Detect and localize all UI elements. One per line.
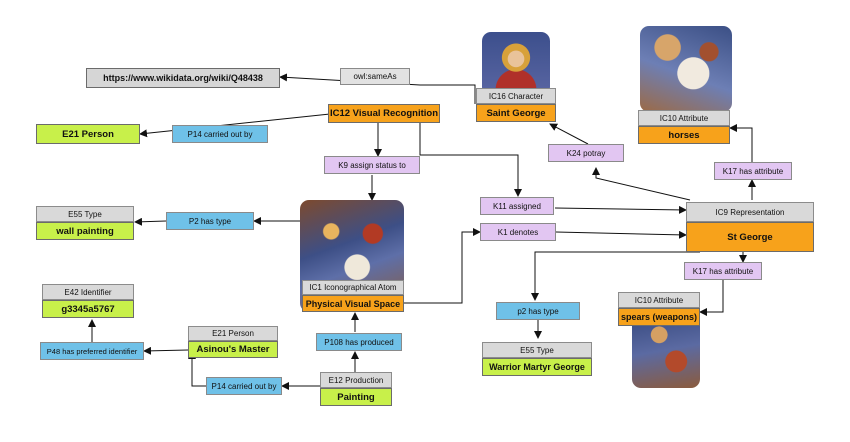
node-value-label: Physical Visual Space: [302, 295, 404, 312]
e21-person-asinou-node: E21 Person Asinou's Master: [188, 326, 278, 358]
rel-p48-preferred-identifier: P48 has preferred identifier: [40, 342, 144, 360]
edge-k11-ic9: [554, 205, 687, 214]
rel-p14-carried-out-by-bottom: P14 carried out by: [206, 377, 282, 395]
edge-k24-saint: [549, 123, 589, 145]
edge-asinou-p48: [143, 346, 189, 355]
node-value-label: Asinou's Master: [188, 341, 278, 358]
rel-k24-potray: K24 potray: [548, 144, 624, 162]
e42-identifier-node: E42 Identifier g3345a5767: [42, 284, 134, 318]
node-value-label: Warrior Martyr George: [482, 358, 592, 376]
rel-k11-assigned: K11 assigned: [480, 197, 554, 215]
fresco-image-saint-george: [482, 32, 550, 96]
node-type-label: IC1 Iconographical Atom: [302, 280, 404, 295]
e12-production-node: E12 Production Painting: [320, 372, 392, 406]
node-type-label: E21 Person: [188, 326, 278, 341]
wikidata-url-node: https://www.wikidata.org/wiki/Q48438: [86, 68, 280, 88]
node-value-label: horses: [638, 126, 730, 144]
ic16-character-node: IC16 Character Saint George: [476, 88, 556, 122]
node-value-label: spears (weapons): [618, 308, 700, 326]
node-type-label: E55 Type: [36, 206, 134, 222]
ic12-visual-recognition-node: IC12 Visual Recognition: [328, 104, 440, 123]
rel-p14-carried-out-by-top: P14 carried out by: [172, 125, 268, 143]
ic9-representation-node: IC9 Representation St George: [686, 202, 814, 252]
node-value-label: St George: [686, 222, 814, 252]
edge-ic12-p14: [139, 113, 331, 138]
rel-k17-has-attribute-top: K17 has attribute: [714, 162, 792, 180]
node-type-label: IC16 Character: [476, 88, 556, 104]
node-value-label: Painting: [320, 388, 392, 406]
node-type-label: IC10 Attribute: [638, 110, 730, 126]
node-type-label: IC10 Attribute: [618, 292, 700, 308]
rel-k1-denotes: K1 denotes: [480, 223, 556, 241]
edge-p14bottom-asinou: [188, 351, 206, 387]
rel-k17-has-attribute-bottom: K17 has attribute: [684, 262, 762, 280]
rel-p2-has-type: P2 has type: [166, 212, 254, 230]
edge-k17bottom-spears: [699, 280, 724, 316]
fresco-image-horses: [640, 26, 732, 112]
edge-ic9-p2lower: [531, 251, 700, 301]
edge-k1-ic9: [555, 230, 687, 239]
ic10-attribute-spears-node: IC10 Attribute spears (weapons): [618, 292, 700, 326]
node-type-label: IC9 Representation: [686, 202, 814, 222]
node-type-label: E42 Identifier: [42, 284, 134, 300]
rel-owl-sameas: owl:sameAs: [340, 68, 410, 85]
e55-type-warrior-node: E55 Type Warrior Martyr George: [482, 342, 592, 376]
edge-ic12-k11: [419, 122, 522, 197]
e21-person-node: E21 Person: [36, 124, 140, 144]
node-value-label: wall painting: [36, 222, 134, 240]
node-value-label: g3345a5767: [42, 300, 134, 318]
edge-ic9-k24: [592, 167, 691, 201]
ic1-iconographical-atom-node: IC1 Iconographical Atom Physical Visual …: [302, 280, 404, 312]
e55-type-wall-painting-node: E55 Type wall painting: [36, 206, 134, 240]
node-type-label: E55 Type: [482, 342, 592, 358]
ic10-attribute-horses-node: IC10 Attribute horses: [638, 110, 730, 144]
rel-p108-has-produced: P108 has produced: [316, 333, 402, 351]
rel-p2-has-type-lower: p2 has type: [496, 302, 580, 320]
node-value-label: Saint George: [476, 104, 556, 122]
node-type-label: E12 Production: [320, 372, 392, 388]
edge-k17top-horses: [729, 124, 753, 162]
edge-p2-wall: [134, 217, 167, 226]
rel-k9-assign-status: K9 assign status to: [324, 156, 420, 174]
edge-ic1-k1: [404, 228, 481, 304]
